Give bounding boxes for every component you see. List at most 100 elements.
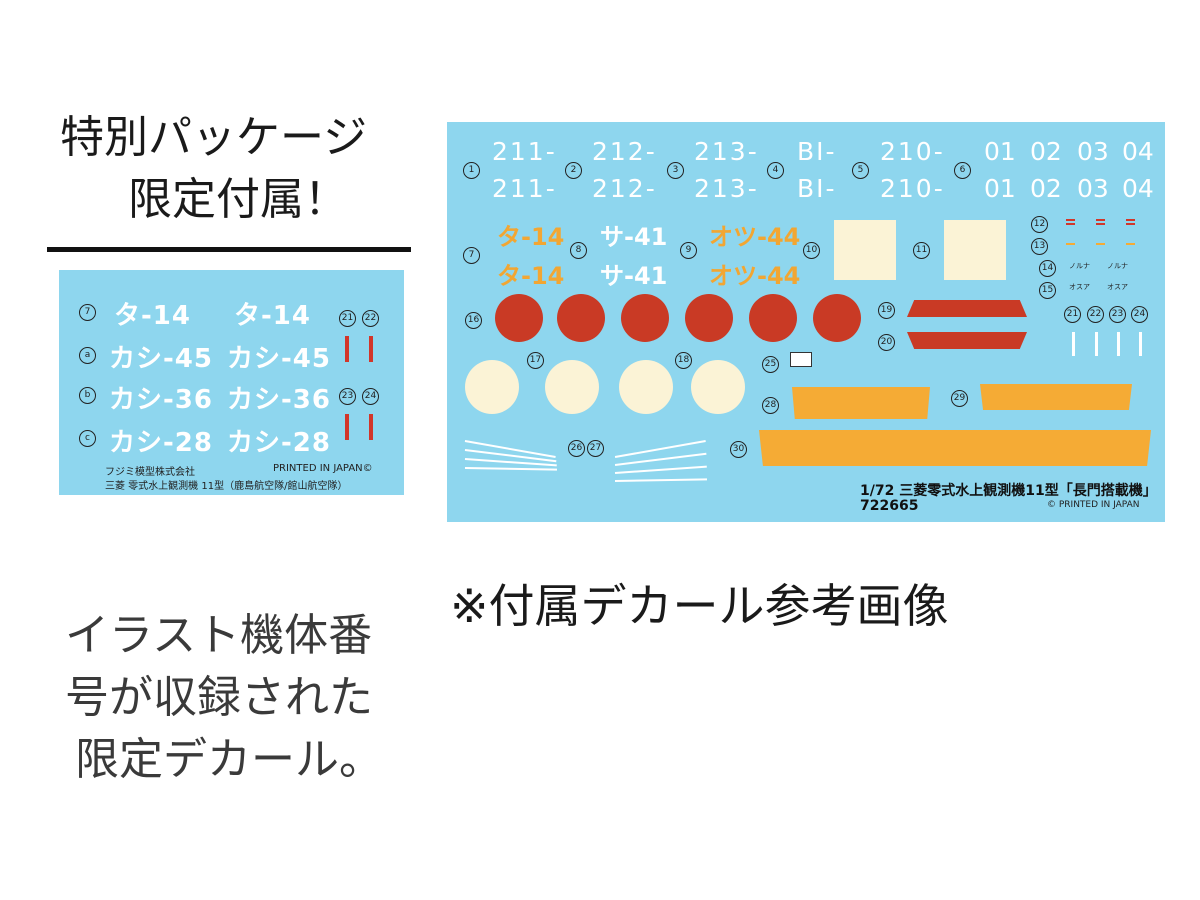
num-27: 27	[587, 440, 604, 457]
code-ta14-left: タ-14	[114, 301, 191, 331]
white-stripe	[1072, 332, 1075, 356]
antenna-line	[614, 478, 707, 482]
red-dash	[1096, 223, 1105, 225]
code-otsu44-bottom: オツ-44	[709, 262, 801, 290]
reg-02-bottom: 02	[1030, 174, 1062, 203]
red-wedge	[907, 300, 1027, 317]
reg-03-bottom: 03	[1077, 174, 1109, 203]
code-kashi36-left: カシ-36	[109, 385, 213, 415]
antenna-line	[464, 467, 557, 471]
headline-line-2: 限定付属！	[128, 174, 348, 225]
reg-212-top: 212-	[592, 137, 657, 166]
num-14: 14	[1039, 260, 1056, 277]
code-ta14-bottom: タ-14	[497, 262, 565, 290]
tiny-label: オスア	[1107, 283, 1128, 291]
hinomaru-red	[495, 294, 543, 342]
code-kashi45-left: カシ-45	[109, 344, 213, 374]
num-6: 6	[954, 162, 971, 179]
reg-213-bottom: 213-	[694, 174, 759, 203]
cream-square	[944, 220, 1006, 280]
hinomaru-red	[813, 294, 861, 342]
num-17: 17	[527, 352, 544, 369]
antenna-line	[614, 465, 707, 474]
tiny-label: ノルナ	[1069, 262, 1090, 270]
reg-bi-top: BI-	[797, 137, 837, 166]
reg-04-top: 04	[1122, 137, 1154, 166]
tiny-label: ノルナ	[1107, 262, 1128, 270]
num-21: 21	[339, 310, 356, 327]
num-12: 12	[1031, 216, 1048, 233]
code-ta14-right: タ-14	[234, 301, 311, 331]
marker-7: ⑦7	[79, 304, 96, 321]
num-4: 4	[767, 162, 784, 179]
description-line-1: イラスト機体番	[65, 610, 373, 661]
reg-211-top: 211-	[492, 137, 557, 166]
large-decal-sheet: 1 211- 211- 2 212- 212- 3 213- 213- 4 BI…	[447, 122, 1165, 522]
red-stripe	[369, 414, 373, 440]
code-sa41-top: サ-41	[600, 223, 668, 251]
orange-dash	[1096, 243, 1105, 245]
num-15: 15	[1039, 282, 1056, 299]
code-kashi28-left: カシ-28	[109, 428, 213, 458]
white-stripe	[1117, 332, 1120, 356]
reg-02-top: 02	[1030, 137, 1062, 166]
num-9: 9	[680, 242, 697, 259]
sheet-caption: 1/72 三菱零式水上観測機11型「長門搭載機」	[860, 483, 1157, 499]
cream-disc	[465, 360, 519, 414]
orange-dash	[1126, 243, 1135, 245]
description-line-3: 限定デカール。	[75, 734, 383, 785]
tiny-label: オスア	[1069, 283, 1090, 291]
red-dash	[1066, 219, 1075, 221]
num-26: 26	[568, 440, 585, 457]
num-30: 30	[730, 441, 747, 458]
sheet-printed: © PRINTED IN JAPAN	[1047, 500, 1140, 510]
cream-disc	[619, 360, 673, 414]
reg-210-bottom: 210-	[880, 174, 945, 203]
sheet-code: 722665	[860, 498, 919, 514]
marker-b: b	[79, 387, 96, 404]
reference-note: ※付属デカール参考画像	[450, 579, 949, 633]
num-7: 7	[463, 247, 480, 264]
hinomaru-red	[621, 294, 669, 342]
num-8: 8	[570, 242, 587, 259]
orange-band	[792, 387, 930, 419]
cream-square	[834, 220, 896, 280]
num-5: 5	[852, 162, 869, 179]
reg-213-top: 213-	[694, 137, 759, 166]
cream-disc	[691, 360, 745, 414]
num-13: 13	[1031, 238, 1048, 255]
hinomaru-red	[557, 294, 605, 342]
reg-210-top: 210-	[880, 137, 945, 166]
small-decal-sheet: ⑦7 a b c タ-14 タ-14 カシ-45 カシ-45 カシ-36 カシ-…	[59, 270, 404, 495]
reg-01-top: 01	[984, 137, 1016, 166]
num-29: 29	[951, 390, 968, 407]
marker-c: c	[79, 430, 96, 447]
num-10: 10	[803, 242, 820, 259]
num-22: 22	[362, 310, 379, 327]
num-18: 18	[675, 352, 692, 369]
red-wedge	[907, 332, 1027, 349]
code-ta14-top: タ-14	[497, 223, 565, 251]
num-28: 28	[762, 397, 779, 414]
orange-dash	[1066, 243, 1075, 245]
red-dash	[1126, 219, 1135, 221]
reg-212-bottom: 212-	[592, 174, 657, 203]
code-otsu44-top: オツ-44	[709, 223, 801, 251]
red-stripe	[369, 336, 373, 362]
num-20: 20	[878, 334, 895, 351]
reg-01-bottom: 01	[984, 174, 1016, 203]
reg-03-top: 03	[1077, 137, 1109, 166]
num-23: 23	[1109, 306, 1126, 323]
red-stripe	[345, 414, 349, 440]
cream-disc	[545, 360, 599, 414]
reg-bi-bottom: BI-	[797, 174, 837, 203]
description-line-2: 号が収録された	[65, 672, 373, 723]
num-21: 21	[1064, 306, 1081, 323]
num-22: 22	[1087, 306, 1104, 323]
data-stencil	[790, 352, 812, 367]
red-dash	[1096, 219, 1105, 221]
num-24: 24	[1131, 306, 1148, 323]
code-kashi36-right: カシ-36	[227, 385, 331, 415]
reg-04-bottom: 04	[1122, 174, 1154, 203]
num-16: 16	[465, 312, 482, 329]
